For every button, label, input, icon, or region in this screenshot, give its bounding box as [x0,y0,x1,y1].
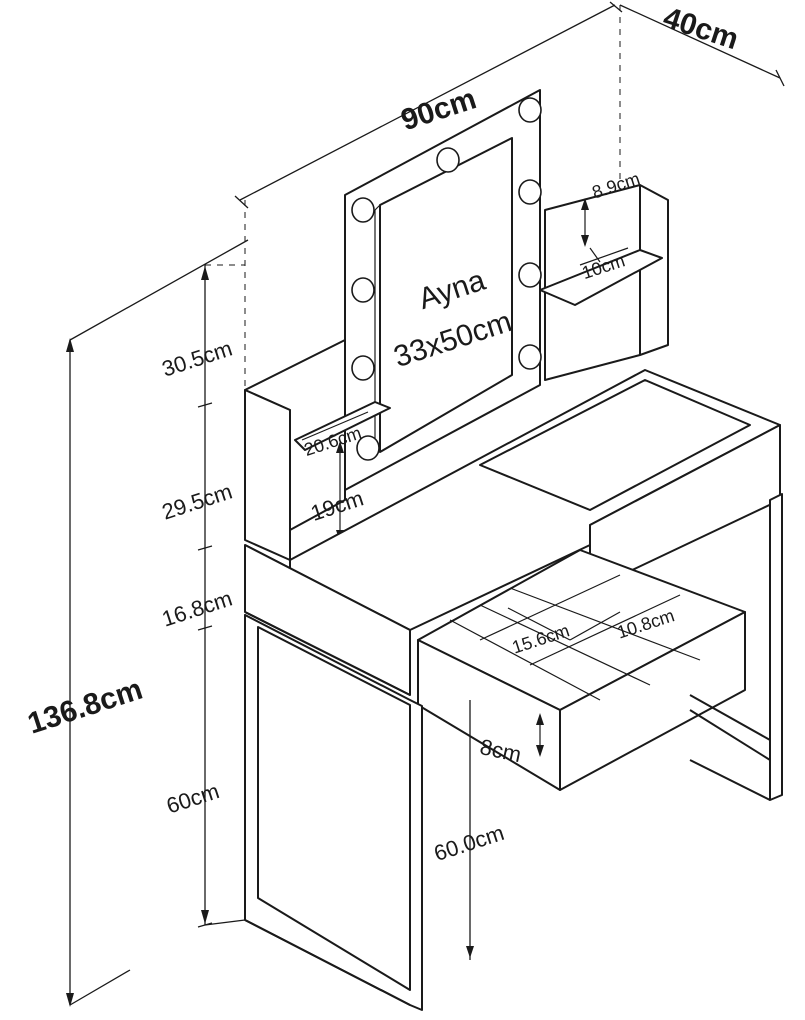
total-height-dimension [66,239,249,1007]
right-shelf-unit [539,184,669,381]
mirror [344,89,542,491]
depth-dimension [619,4,785,87]
upper-section-label: 30.5cm [159,336,235,382]
mirror-bulbs [351,97,542,461]
right-leg-frame [689,493,783,801]
open-drawer [417,549,746,791]
leg-height-label: 60cm [163,778,222,818]
section-height-dimension [197,265,246,928]
middle-section-label: 29.5cm [159,479,235,525]
table-height-dimension [466,700,474,960]
left-leg-frame [244,614,423,1011]
width-dimension [234,1,623,209]
drawer-band-label: 16.8cm [159,586,235,632]
left-drawer-front [244,544,411,696]
depth-label: 40cm [659,1,742,56]
table-height-label: 60.0cm [431,820,507,866]
total-height-label: 136.8cm [24,673,147,741]
